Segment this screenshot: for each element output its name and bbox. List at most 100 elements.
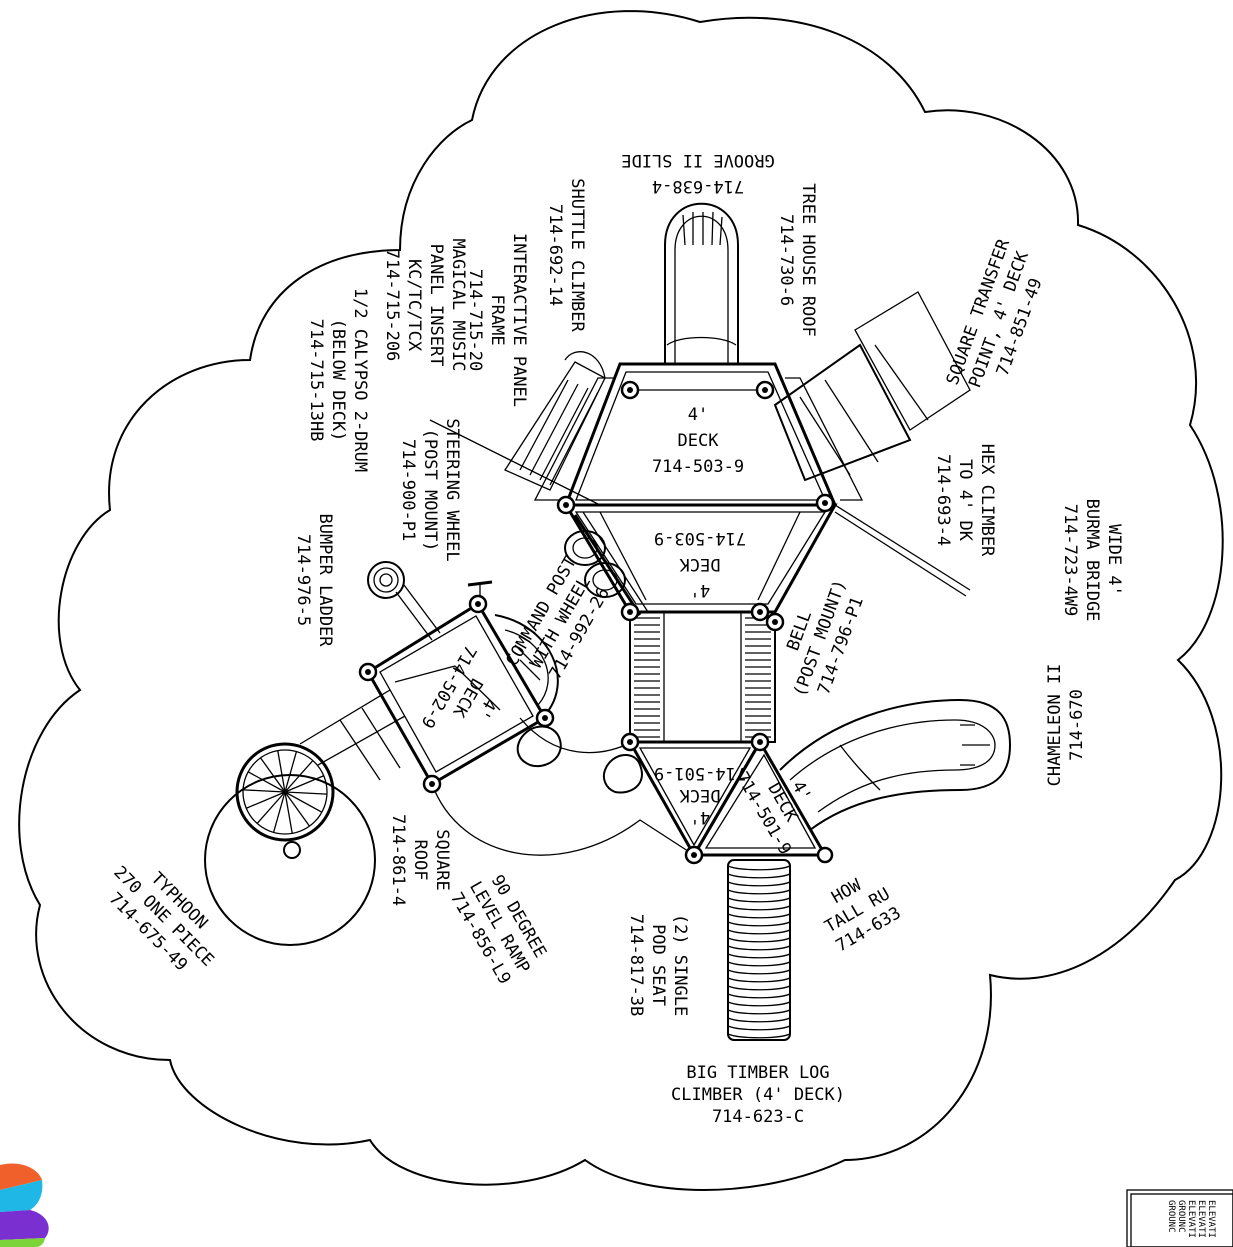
svg-text:714-976-5: 714-976-5 — [293, 534, 313, 626]
label-interactive-panel: INTERACTIVE PANEL FRAME 714-715-20 — [465, 233, 529, 407]
component-labels: GROOVE II SLIDE 714-638-4 TREE HOUSE ROO… — [105, 150, 1124, 1127]
svg-text:DECK: DECK — [679, 554, 721, 574]
log-rung — [727, 953, 791, 959]
shuttle-climber — [429, 351, 606, 506]
label-how-tall: HOW TALL RU 714-633 — [821, 875, 904, 956]
log-rung — [727, 873, 791, 879]
svg-text:WIDE 4': WIDE 4' — [1104, 524, 1124, 596]
command-post — [564, 511, 649, 616]
typhoon-slide — [204, 689, 406, 946]
svg-text:CLIMBER (4' DECK): CLIMBER (4' DECK) — [671, 1085, 845, 1105]
log-rung — [727, 961, 791, 967]
deck-post-center — [822, 500, 828, 506]
spiral-spoke — [284, 775, 324, 793]
deck-post-center — [757, 739, 763, 745]
label-deck-mid: 4' DECK 714-503-9 — [654, 528, 746, 600]
svg-text:714-715-20: 714-715-20 — [465, 269, 485, 371]
pod-seats — [516, 725, 643, 794]
svg-text:ELEVATI: ELEVATI — [1196, 1200, 1206, 1238]
svg-text:MAGICAL MUSIC: MAGICAL MUSIC — [448, 238, 468, 371]
svg-text:714-861-4: 714-861-4 — [388, 814, 408, 906]
svg-text:FRAME: FRAME — [487, 294, 507, 345]
svg-text:BURMA BRIDGE: BURMA BRIDGE — [1082, 499, 1102, 622]
label-burma-bridge: WIDE 4' BURMA BRIDGE 714-723-4W9 — [1060, 499, 1124, 622]
spiral-spoke — [243, 789, 286, 793]
svg-text:SQUARE: SQUARE — [432, 829, 452, 890]
deck-post-center — [542, 715, 548, 721]
label-hex-climber: HEX CLIMBER TO 4' DK 714-693-4 — [933, 444, 997, 557]
label-calypso: 1/2 CALYPSO 2-DRUM (BELOW DECK) 714-715-… — [306, 288, 370, 472]
calypso-drum — [494, 614, 559, 716]
label-typhoon: TYPHOON 270 ONE PIECE 714-675-49 — [105, 862, 218, 975]
level-ramp — [431, 717, 695, 856]
spiral-spoke — [256, 791, 286, 824]
svg-text:BIG TIMBER LOG: BIG TIMBER LOG — [686, 1063, 829, 1083]
deck-post-center — [563, 502, 569, 508]
svg-text:STEERING WHEEL: STEERING WHEEL — [442, 418, 462, 561]
log-rung — [727, 897, 791, 903]
svg-text:POD SEAT: POD SEAT — [648, 924, 668, 1006]
label-pod-seat: (2) SINGLE POD SEAT 714-817-3B — [626, 914, 690, 1016]
deck-posts — [358, 380, 835, 865]
log-rung — [727, 921, 791, 927]
hex-climber — [834, 504, 971, 591]
log-rung — [727, 985, 791, 991]
label-deck-tri-a: 4' DECK 714-501-9 — [654, 763, 746, 827]
spiral-spoke — [284, 791, 327, 795]
spiral-spoke — [284, 791, 323, 813]
svg-text:TO 4' DK: TO 4' DK — [955, 459, 975, 542]
svg-text:GROUNC: GROUNC — [1176, 1200, 1186, 1233]
svg-text:1/2 CALYPSO 2-DRUM: 1/2 CALYPSO 2-DRUM — [350, 288, 370, 472]
use-zone-boundary — [18, 10, 1224, 1191]
elevation-legend: ELEVATI ELEVATI ELEVATI GROUNC GROUNC — [1126, 1189, 1233, 1247]
log-rung — [727, 1025, 791, 1031]
svg-text:714-623-C: 714-623-C — [712, 1107, 804, 1127]
groove-slide — [664, 202, 739, 365]
spiral-spoke — [260, 757, 286, 793]
transfer-point — [773, 291, 971, 482]
label-log-climber: BIG TIMBER LOG CLIMBER (4' DECK) 714-623… — [671, 1063, 845, 1127]
spiral-spoke — [246, 791, 286, 809]
svg-text:714-693-4: 714-693-4 — [933, 454, 953, 546]
deck-post-center — [757, 609, 763, 615]
svg-text:4': 4' — [688, 405, 708, 425]
spiral-spoke — [247, 771, 286, 793]
log-rung — [727, 1033, 791, 1039]
tree-house-roof — [533, 377, 864, 501]
spiral-spoke — [284, 751, 298, 793]
deck-post-center — [627, 387, 633, 393]
svg-text:714-503-9: 714-503-9 — [652, 457, 744, 477]
label-magical-music: MAGICAL MUSIC PANEL INSERT KC/TC/TCX 714… — [382, 238, 468, 371]
svg-text:GROUNC: GROUNC — [1166, 1200, 1176, 1233]
spiral-spoke — [284, 791, 310, 827]
how-tall-post — [816, 846, 834, 864]
svg-text:(BELOW DECK): (BELOW DECK) — [328, 319, 348, 442]
log-climber — [727, 859, 791, 1041]
log-rung — [727, 913, 791, 919]
label-bell: BELL (POST MOUNT) 714-796-P1 — [783, 577, 868, 699]
svg-text:(POST MOUNT): (POST MOUNT) — [420, 429, 440, 552]
svg-text:714-817-3B: 714-817-3B — [626, 914, 646, 1016]
deck-post-center — [365, 669, 371, 675]
svg-text:INTERACTIVE PANEL: INTERACTIVE PANEL — [509, 233, 529, 407]
log-rung — [727, 993, 791, 999]
spiral-spoke — [272, 791, 286, 833]
svg-text:GROOVE II SLIDE: GROOVE II SLIDE — [621, 150, 775, 170]
log-rung — [727, 905, 791, 911]
svg-text:714-900-P1: 714-900-P1 — [398, 439, 418, 541]
svg-text:TREE HOUSE ROOF: TREE HOUSE ROOF — [798, 183, 818, 337]
label-shuttle-climber: SHUTTLE CLIMBER 714-692-14 — [545, 178, 587, 332]
burma-bridge — [629, 611, 776, 743]
log-rung — [727, 929, 791, 935]
svg-text:714-715-13HB: 714-715-13HB — [306, 319, 326, 442]
chameleon-slide — [779, 698, 1012, 831]
log-rung — [727, 881, 791, 887]
svg-text:714-730-6: 714-730-6 — [776, 214, 796, 306]
label-steering-wheel: STEERING WHEEL (POST MOUNT) 714-900-P1 — [398, 418, 462, 561]
log-rung — [727, 1001, 791, 1007]
log-rung — [727, 1017, 791, 1023]
svg-text:DECK: DECK — [678, 431, 720, 451]
spiral-spoke — [277, 750, 286, 793]
label-chameleon: CHAMELEON II 714-670 — [1045, 664, 1087, 787]
